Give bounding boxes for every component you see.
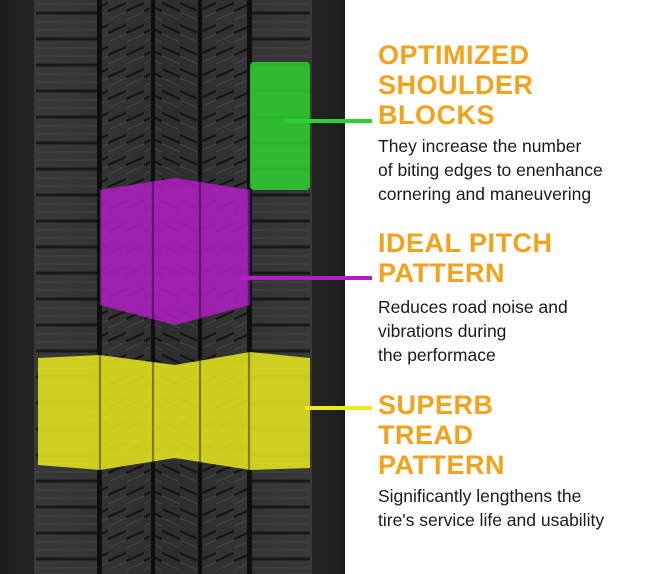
pitch-description: Reduces road noise and vibrations during… — [378, 295, 568, 367]
pitch-desc-line: vibrations during — [378, 321, 507, 341]
tread-desc-line: tire's service life and usability — [378, 510, 605, 530]
shoulder-title-line: SHOULDER — [378, 70, 534, 100]
tread-title-line: PATTERN — [378, 450, 505, 480]
tread-title: SUPERB TREAD PATTERN — [378, 390, 505, 480]
pitch-highlight — [100, 178, 250, 325]
left-shoulder — [36, 0, 98, 574]
right-edge — [312, 0, 345, 574]
tread-title-line: SUPERB — [378, 390, 494, 420]
tread-desc-line: Significantly lengthens the — [378, 486, 582, 506]
shoulder-title-line: OPTIMIZED — [378, 40, 530, 70]
pitch-desc-line: Reduces road noise and — [378, 297, 568, 317]
pitch-title-line: IDEAL PITCH — [378, 228, 553, 258]
pitch-desc-line: the performace — [378, 345, 496, 365]
shoulder-title: OPTIMIZED SHOULDER BLOCKS — [378, 40, 534, 130]
shoulder-highlight — [250, 62, 310, 190]
pitch-title: IDEAL PITCH PATTERN — [378, 228, 553, 288]
tread-description: Significantly lengthens the tire's servi… — [378, 484, 604, 532]
shoulder-title-line: BLOCKS — [378, 100, 495, 130]
pitch-title-line: PATTERN — [378, 258, 505, 288]
left-edge — [0, 0, 34, 574]
shoulder-desc-line: of biting edges to enenhance — [378, 160, 603, 180]
shoulder-description: They increase the number of biting edges… — [378, 134, 603, 206]
shoulder-desc-line: cornering and maneuvering — [378, 184, 592, 204]
tread-title-line: TREAD — [378, 420, 474, 450]
shoulder-desc-line: They increase the number — [378, 136, 582, 156]
tread-highlight — [38, 352, 310, 470]
